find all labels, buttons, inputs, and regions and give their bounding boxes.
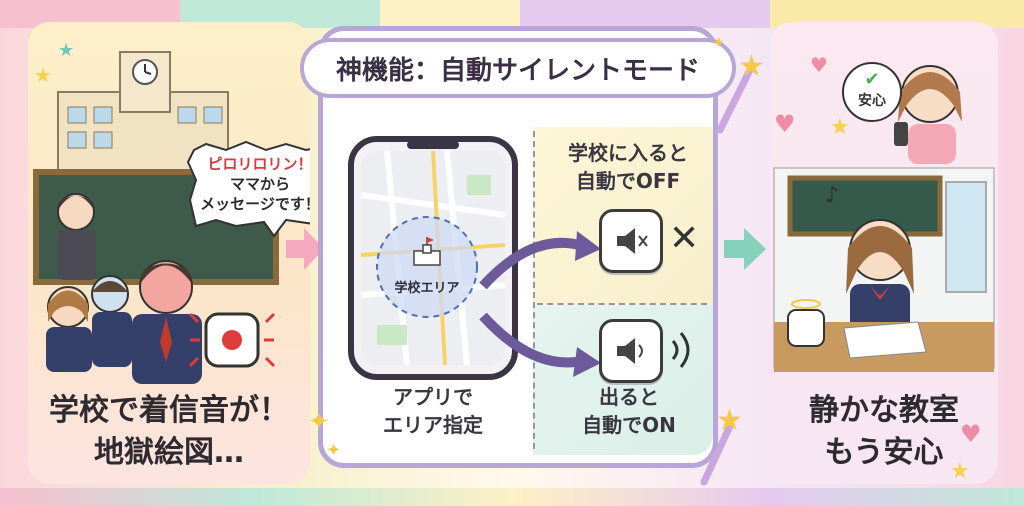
middle-panel: 学校エリア 学校に入ると 自動でOFF ✕ アプリで エリア指定 出ると 自動で…: [318, 26, 718, 468]
magic-wand-icon: ★ ✦: [712, 33, 765, 134]
sparkle-icon: ✦✦: [308, 407, 341, 460]
decor-stripe: [380, 0, 520, 28]
speech-bubble: ピロリロリン！ ママから メッセージです！: [186, 140, 310, 238]
speech-line-2: ママから: [229, 175, 290, 193]
school-area-label: 学校エリア: [394, 281, 460, 296]
left-panel: ★ ★ ピロリロリン！ ママから メッセージです！ 学校で着信音が！ 地獄絵図…: [28, 22, 310, 484]
svg-text:♥: ♥: [774, 110, 796, 138]
svg-text:✦: ✦: [308, 407, 330, 437]
svg-text:★: ★: [716, 403, 743, 438]
svg-text:✦: ✦: [712, 33, 725, 52]
svg-text:♪: ♪: [825, 183, 839, 208]
exit-caption-line-2: 自動でON: [582, 413, 676, 437]
exit-caption-line-1: 出ると: [599, 385, 659, 409]
exit-caption: 出ると 自動でON: [549, 383, 709, 439]
svg-text:✦: ✦: [326, 440, 341, 460]
enter-caption-line-1: 学校に入ると: [568, 141, 688, 165]
right-panel: ♪ ♥ ♥ ★ ♥ ★ ✔ 安心 静かな教室 もう安心: [770, 22, 998, 484]
svg-text:♥: ♥: [810, 53, 828, 77]
svg-text:★: ★: [58, 40, 74, 61]
left-caption-line-2: 地獄絵図…: [94, 435, 244, 470]
decor-bottom-stripe: [0, 488, 1024, 506]
left-caption: 学校で着信音が！ 地獄絵図…: [28, 390, 310, 474]
enter-caption-line-2: 自動でOFF: [575, 169, 681, 193]
sound-waves-icon: [671, 332, 690, 368]
classroom-chaos-illustration: ★ ★: [33, 40, 279, 384]
muted-phone-icon: [787, 309, 825, 347]
speech-line-1: ピロリロリン！: [207, 155, 310, 173]
decor-stripe: [520, 0, 770, 28]
reassurance-bubble: ✔ 安心: [842, 62, 902, 122]
check-icon: ✔: [864, 69, 880, 90]
title-bar: 神機能：自動サイレントモード: [300, 38, 736, 98]
right-caption: 静かな教室 もう安心: [770, 390, 998, 474]
app-caption-line-1: アプリで: [393, 385, 473, 409]
smartphone-map: [348, 136, 518, 380]
mute-icon: [599, 209, 663, 273]
right-caption-line-1: 静かな教室: [809, 393, 959, 428]
speaker-on-icon: [599, 319, 663, 383]
speech-line-3: メッセージです！: [200, 195, 310, 213]
curved-arrows: [479, 231, 601, 377]
reassurance-text: 安心: [858, 93, 886, 109]
left-caption-line-1: 学校で着信音が！: [49, 393, 289, 428]
svg-text:★: ★: [950, 459, 970, 484]
svg-text:★: ★: [830, 115, 850, 140]
arrow-right-icon: [286, 228, 324, 270]
app-caption-line-2: エリア指定: [383, 413, 483, 437]
right-caption-line-2: もう安心: [824, 435, 944, 470]
quiet-classroom-illustration: ♪ ♥ ♥ ★ ♥ ★: [773, 53, 995, 484]
app-caption: アプリで エリア指定: [353, 383, 513, 439]
cross-mark-icon: ✕: [669, 218, 700, 259]
svg-text:♥: ♥: [960, 420, 982, 448]
zone-divider-h: [537, 303, 707, 305]
svg-text:★: ★: [738, 49, 765, 84]
svg-text:★: ★: [34, 63, 52, 87]
zone-divider: [533, 131, 535, 449]
enter-caption: 学校に入ると 自動でOFF: [543, 139, 713, 195]
arrow-right-icon: [724, 228, 766, 270]
magic-wand-icon: ★: [700, 403, 743, 486]
